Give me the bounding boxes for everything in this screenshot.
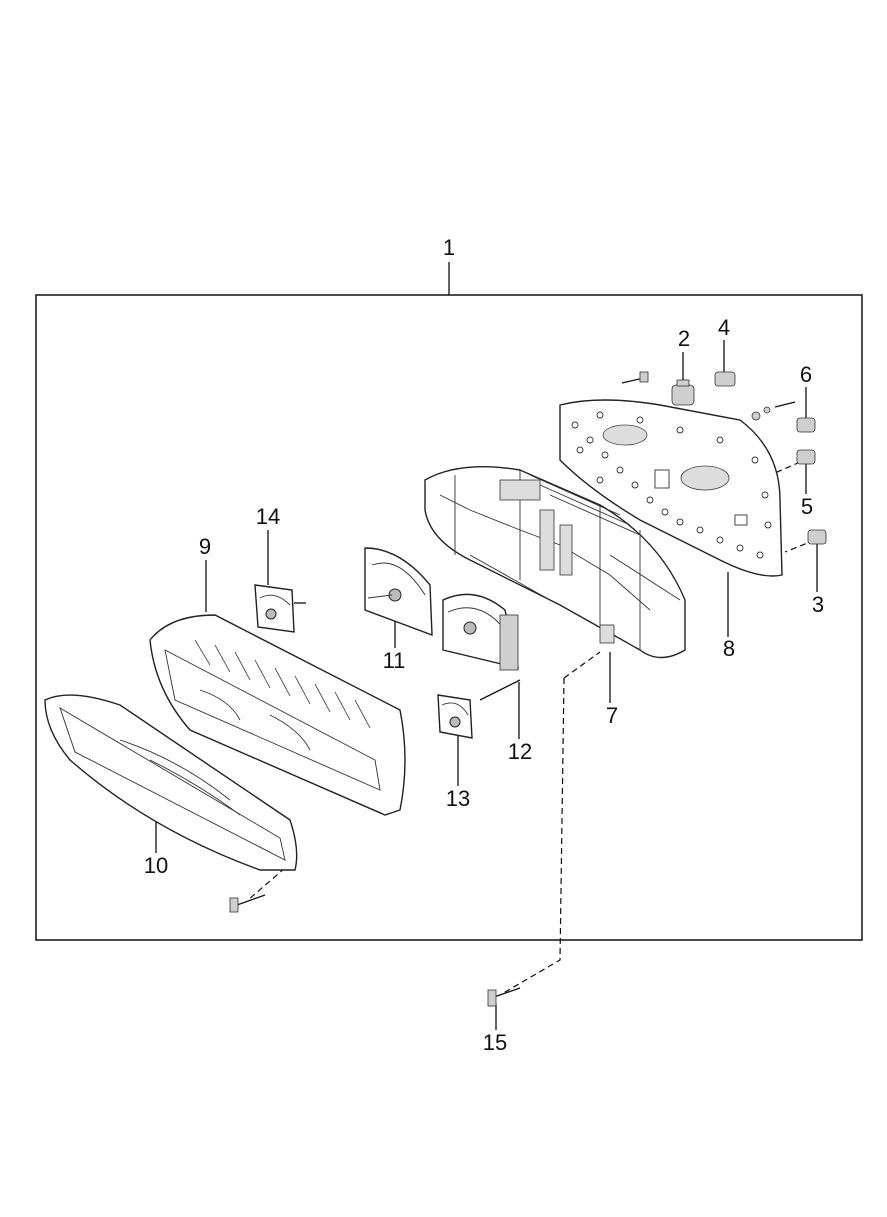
hardware [229, 371, 827, 1007]
fuel-gauge-part-13 [437, 694, 473, 739]
callout-4: 4 [718, 315, 730, 340]
callout-9: 9 [199, 534, 211, 559]
callout-10: 10 [144, 853, 168, 878]
screw-top [621, 371, 649, 384]
bulb-part-3 [807, 529, 827, 545]
callout-1: 1 [443, 235, 455, 260]
circuit-board-part-8 [559, 399, 783, 577]
tachometer-part-12 [442, 593, 521, 701]
callout-13: 13 [446, 786, 470, 811]
screw-washer [751, 401, 796, 421]
callout-3: 3 [812, 592, 824, 617]
temp-gauge-part-14 [254, 584, 306, 633]
callout-15: 15 [483, 1030, 507, 1055]
bulb-part-4 [714, 371, 736, 387]
bulb-part-5 [796, 449, 816, 465]
callout-12: 12 [508, 739, 532, 764]
callout-5: 5 [801, 494, 813, 519]
callout-14: 14 [256, 504, 280, 529]
callout-8: 8 [723, 636, 735, 661]
screw-part-15 [487, 987, 521, 1007]
callout-11: 11 [383, 648, 406, 673]
front-lens-part-10 [44, 694, 298, 871]
speedometer-dial-part-11 [364, 547, 433, 637]
screw-lens [229, 894, 266, 913]
callout-6: 6 [800, 362, 812, 387]
callout-7: 7 [606, 703, 618, 728]
callout-labels: 1 2 3 4 5 6 7 8 9 10 11 12 13 14 15 [144, 235, 824, 1055]
bulb-part-6 [796, 417, 816, 433]
case-housing-part-7 [424, 466, 686, 659]
callout-2: 2 [678, 326, 690, 351]
mask-bezel-part-9 [149, 614, 406, 816]
bulb-socket-part-2 [671, 379, 695, 406]
